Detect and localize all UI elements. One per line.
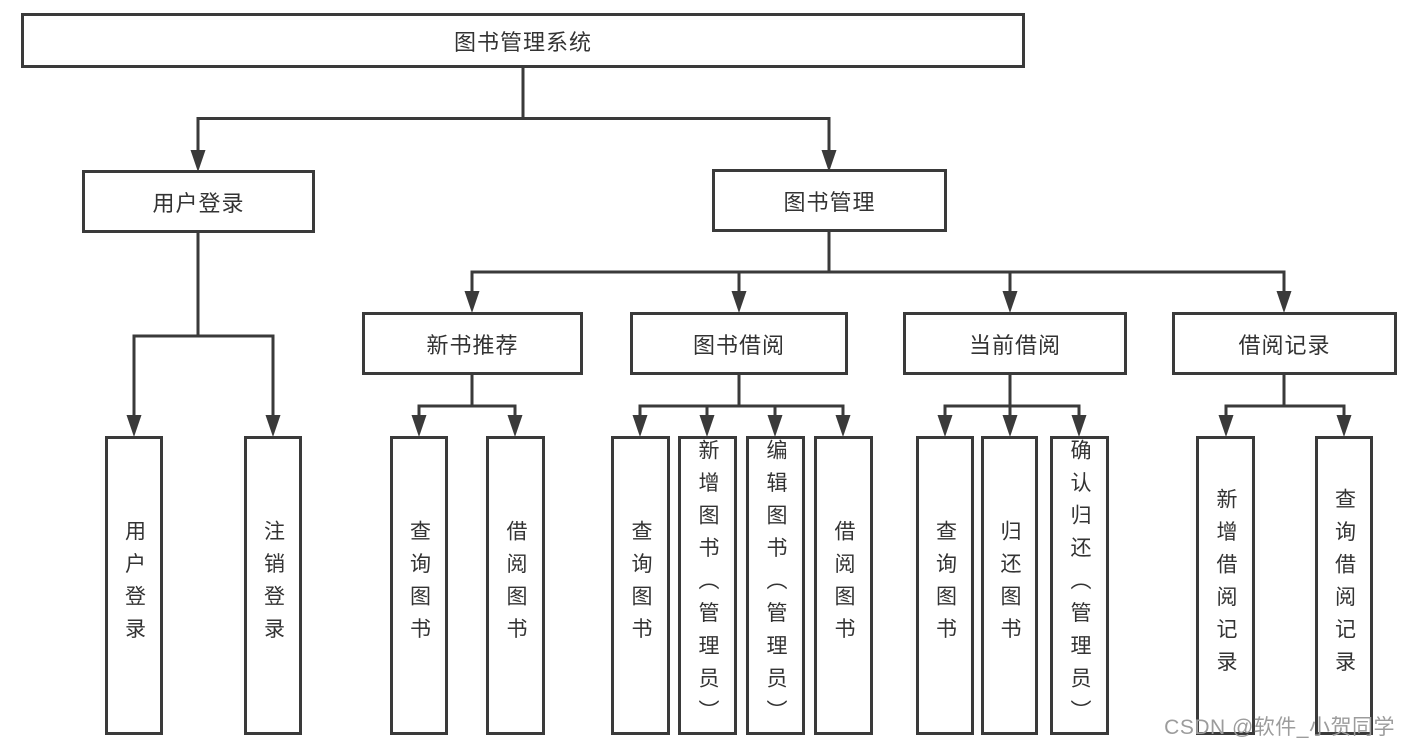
node-leaf-borrow-books: 借阅图书 — [814, 436, 873, 735]
node-current-borrow: 当前借阅 — [903, 312, 1127, 375]
node-leaf-query-books-recommend: 查询图书 — [390, 436, 448, 735]
csdn-watermark: CSDN @软件_小贺同学 — [1164, 716, 1395, 739]
node-leaf-user-login: 用户登录 — [105, 436, 163, 735]
node-label: 查询借阅记录 — [1332, 487, 1356, 684]
node-label: 借阅记录 — [1238, 332, 1331, 358]
node-label: 用户登录 — [122, 520, 146, 651]
node-leaf-borrow-books-recommend: 借阅图书 — [486, 436, 545, 735]
node-book-borrow: 图书借阅 — [630, 312, 848, 375]
node-label: 新增借阅记录 — [1214, 487, 1237, 684]
node-label: 注销登录 — [261, 520, 285, 651]
node-label: 图书管理 — [783, 189, 876, 215]
node-leaf-query-books-borrow: 查询图书 — [611, 436, 670, 735]
node-label: 新增图书（管理员） — [696, 439, 719, 732]
node-leaf-return-books: 归还图书 — [981, 436, 1038, 735]
node-book-management: 图书管理 — [712, 169, 947, 232]
node-label: 图书管理系统 — [453, 29, 592, 55]
node-label: 确认归还（管理员） — [1068, 439, 1091, 732]
node-label: 新书推荐 — [426, 332, 519, 358]
node-label: 编辑图书（管理员） — [764, 439, 787, 732]
node-leaf-query-borrow-record: 查询借阅记录 — [1315, 436, 1373, 735]
arrowheads — [126, 150, 1352, 437]
node-label: 当前借阅 — [968, 332, 1061, 358]
node-label: 用户登录 — [152, 190, 245, 216]
node-label: 查询图书 — [407, 520, 431, 651]
node-leaf-query-books-current: 查询图书 — [916, 436, 974, 735]
node-leaf-edit-books-admin: 编辑图书（管理员） — [746, 436, 805, 735]
node-user-login: 用户登录 — [82, 170, 315, 233]
node-label: 借阅图书 — [504, 520, 527, 651]
node-label: 图书借阅 — [692, 332, 785, 358]
node-leaf-confirm-return-admin: 确认归还（管理员） — [1050, 436, 1109, 735]
node-label: 查询图书 — [629, 520, 652, 651]
node-leaf-add-borrow-record: 新增借阅记录 — [1196, 436, 1255, 735]
node-borrow-records: 借阅记录 — [1172, 312, 1397, 375]
node-leaf-add-books-admin: 新增图书（管理员） — [678, 436, 737, 735]
node-library-management-system: 图书管理系统 — [21, 13, 1025, 68]
node-label: 查询图书 — [933, 520, 957, 651]
node-label: 借阅图书 — [832, 520, 855, 651]
node-new-book-recommend: 新书推荐 — [362, 312, 583, 375]
node-label: 归还图书 — [998, 520, 1021, 651]
node-leaf-logout: 注销登录 — [244, 436, 302, 735]
